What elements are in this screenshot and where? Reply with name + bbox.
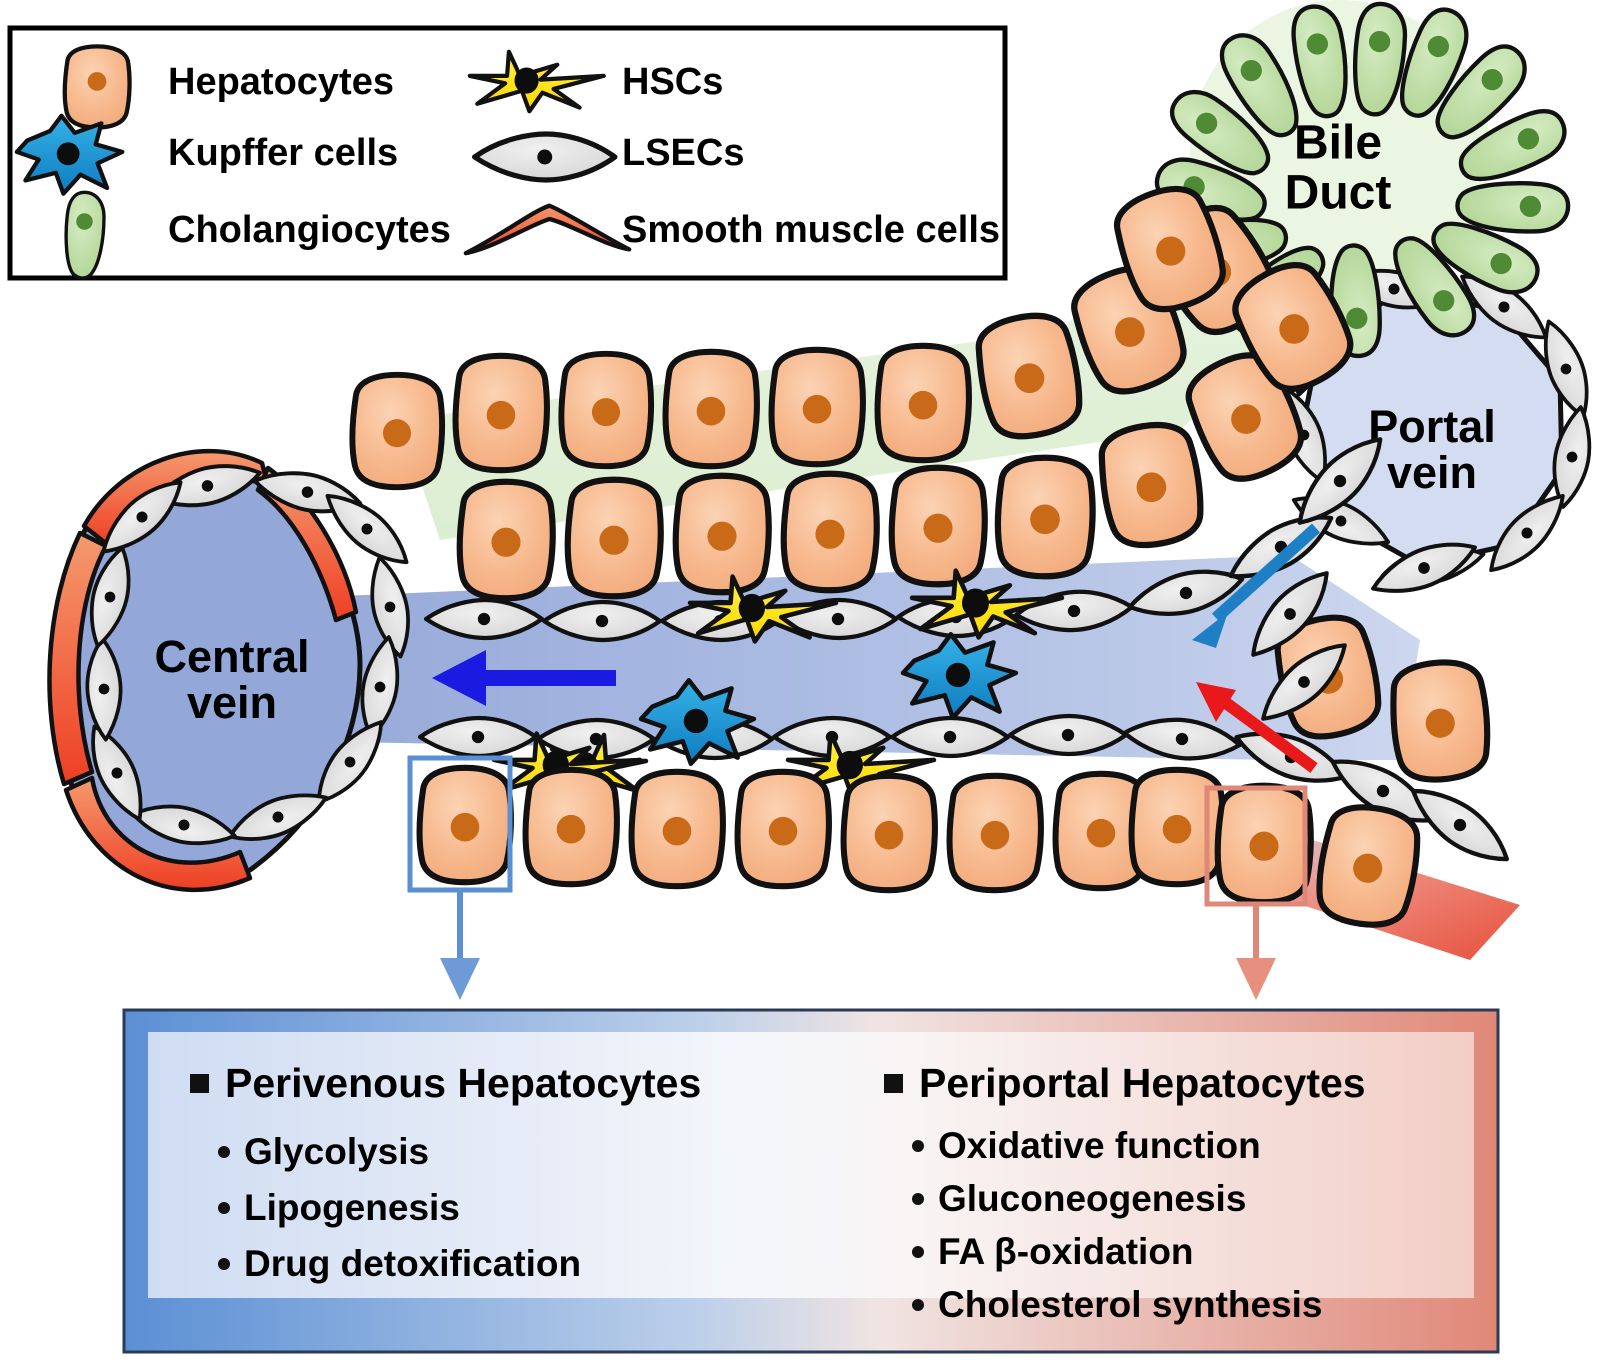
square-bullet-icon	[190, 1074, 209, 1093]
round-bullet-icon	[218, 1146, 230, 1158]
perivenous-heading: Perivenous Hepatocytes	[225, 1060, 702, 1106]
legend-item-hepatocytes: Hepatocytes	[62, 44, 394, 130]
portal-vein: Portal vein	[1267, 259, 1601, 595]
legend-item-lsecs: LSECs	[472, 131, 744, 183]
zonation-info-box	[122, 1008, 1500, 1354]
list-item: Drug detoxification	[190, 1243, 780, 1285]
smooth-muscle-cell-icon	[463, 203, 632, 256]
info-box-content: Perivenous Hepatocytes Glycolysis Lipoge…	[148, 1032, 1474, 1325]
central-vein-label-line2: vein	[187, 677, 277, 728]
central-outflow-arrow	[432, 650, 616, 706]
periportal-hepatocyte	[1218, 786, 1311, 902]
kupffer-cell-icon	[14, 113, 125, 196]
perivenous-bullet-1: Lipogenesis	[244, 1187, 460, 1228]
round-bullet-icon	[218, 1258, 230, 1270]
perivenous-bullet-list: Glycolysis Lipogenesis Drug detoxificati…	[190, 1131, 780, 1285]
periportal-bullet-3: Cholesterol synthesis	[938, 1284, 1323, 1325]
periportal-heading: Periportal Hepatocytes	[919, 1060, 1366, 1106]
perivenous-info-column: Perivenous Hepatocytes Glycolysis Lipoge…	[148, 1032, 780, 1298]
periportal-bullet-0: Oxidative function	[938, 1125, 1261, 1166]
lsec-cell-icon	[472, 131, 618, 183]
perivenous-hepatocyte	[420, 768, 511, 882]
legend-label-cholangiocytes: Cholangiocytes	[168, 209, 451, 251]
list-item: Cholesterol synthesis	[884, 1284, 1474, 1326]
round-bullet-icon	[912, 1193, 924, 1205]
round-bullet-icon	[912, 1140, 924, 1152]
bile-duct: Bile Duct	[1152, 2, 1574, 359]
legend-item-cholangiocytes: Cholangiocytes	[64, 190, 451, 280]
round-bullet-icon	[912, 1246, 924, 1258]
bile-canaliculus-channel	[400, 120, 1430, 540]
portal-vein-label-line1: Portal	[1368, 401, 1496, 452]
cholangiocyte-cell-icon	[64, 190, 106, 280]
list-item: Glycolysis	[190, 1131, 780, 1173]
stellate-cell-icon	[467, 49, 606, 114]
periportal-callout	[1204, 785, 1308, 1000]
legend-item-smooth-muscle: Smooth muscle cells	[463, 203, 1000, 256]
central-vein-label-line1: Central	[154, 631, 309, 682]
hepatocyte-cell-icon	[62, 44, 132, 130]
legend-label-smooth-muscle: Smooth muscle cells	[622, 209, 1000, 251]
round-bullet-icon	[912, 1299, 924, 1311]
perivenous-bullet-2: Drug detoxification	[244, 1243, 582, 1284]
list-item: FA β-oxidation	[884, 1231, 1474, 1273]
list-item: Lipogenesis	[190, 1187, 780, 1229]
bile-duct-label-line2: Duct	[1285, 167, 1392, 220]
perivenous-bullet-0: Glycolysis	[244, 1131, 430, 1172]
arterial-inflow-arrow	[1196, 682, 1318, 773]
portal-vein-label-line2: vein	[1387, 447, 1477, 498]
periportal-bullet-list: Oxidative function Gluconeogenesis FA β-…	[884, 1125, 1474, 1326]
legend-label-hscs: HSCs	[622, 61, 723, 103]
square-bullet-icon	[884, 1074, 903, 1093]
legend-label-kupffer: Kupffer cells	[168, 132, 398, 174]
legend-item-hscs: HSCs	[467, 49, 723, 114]
list-item: Oxidative function	[884, 1125, 1474, 1167]
periportal-bullet-1: Gluconeogenesis	[938, 1178, 1247, 1219]
legend-panel: Hepatocytes HSCs Kupffer cells LSECs	[7, 25, 1008, 281]
bile-duct-label-line1: Bile	[1294, 117, 1382, 170]
central-vein: Central vein	[47, 448, 420, 893]
legend-label-lsecs: LSECs	[622, 132, 744, 174]
perivenous-callout	[407, 755, 513, 1000]
legend-label-hepatocytes: Hepatocytes	[168, 61, 394, 103]
legend-item-kupffer: Kupffer cells	[14, 113, 398, 196]
list-item: Gluconeogenesis	[884, 1178, 1474, 1220]
round-bullet-icon	[218, 1202, 230, 1214]
periportal-bullet-2: FA β-oxidation	[938, 1231, 1194, 1272]
portal-inflow-arrow	[1192, 523, 1321, 648]
periportal-info-column: Periportal Hepatocytes Oxidative functio…	[780, 1032, 1474, 1325]
